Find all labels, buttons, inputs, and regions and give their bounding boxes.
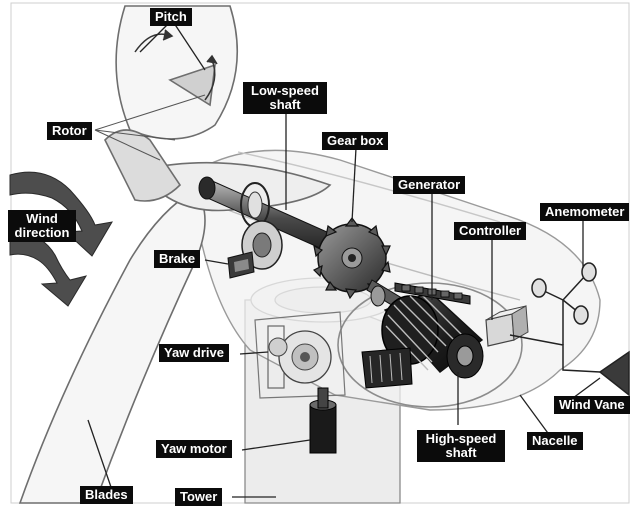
label-anemometer: Anemometer [540, 203, 629, 221]
label-rotor: Rotor [47, 122, 92, 140]
label-brake: Brake [154, 250, 200, 268]
label-blades: Blades [80, 486, 133, 504]
label-nacelle: Nacelle [527, 432, 583, 450]
label-controller: Controller [454, 222, 526, 240]
label-yaw-drive: Yaw drive [159, 344, 229, 362]
label-tower: Tower [175, 488, 222, 506]
label-high-speed-shaft: High-speed shaft [417, 430, 505, 462]
label-yaw-motor: Yaw motor [156, 440, 232, 458]
label-generator: Generator [393, 176, 465, 194]
label-wind-vane: Wind Vane [554, 396, 630, 414]
label-gear-box: Gear box [322, 132, 388, 150]
label-low-speed-shaft: Low-speed shaft [243, 82, 327, 114]
label-wind-direction: Wind direction [8, 210, 76, 242]
label-pitch: Pitch [150, 8, 192, 26]
